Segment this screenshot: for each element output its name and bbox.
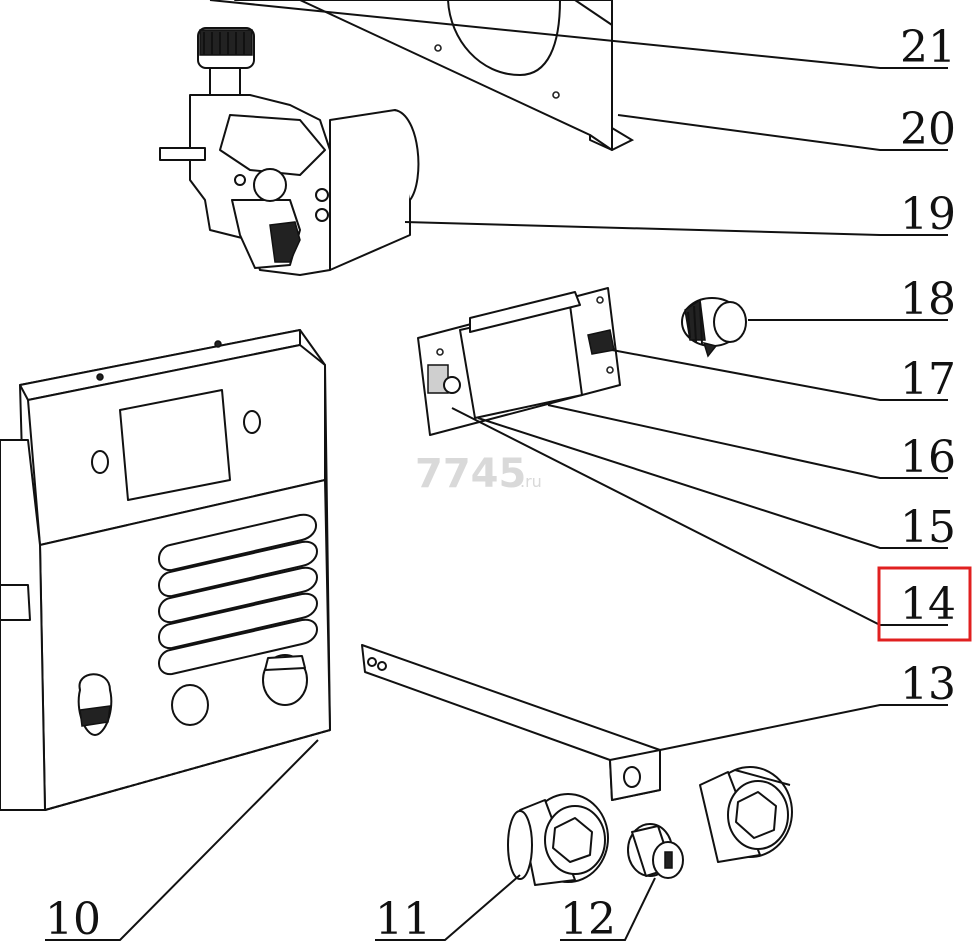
leader-lines (45, 0, 948, 941)
callout-labels: 21 20 19 18 17 16 15 14 13 12 11 10 (45, 22, 956, 945)
callout-14: 14 (900, 579, 956, 630)
callout-15: 15 (900, 502, 956, 553)
callout-10: 10 (45, 894, 101, 945)
socket-left (507, 793, 609, 886)
leader-13 (659, 704, 948, 751)
callout-19: 19 (900, 189, 956, 240)
leader-16 (547, 404, 948, 479)
leader-20 (617, 114, 948, 151)
bracket-bar (361, 644, 661, 801)
leader-21 (209, 0, 948, 69)
front-panel (0, 329, 331, 811)
callout-20: 20 (900, 104, 956, 155)
socket-right (699, 766, 793, 863)
leader-11 (375, 874, 521, 941)
leader-17 (611, 349, 948, 401)
leader-12 (560, 877, 656, 941)
watermark-suffix: .ru (520, 472, 542, 491)
watermark-main: 7745 (415, 451, 526, 497)
callout-18: 18 (900, 274, 956, 325)
mounting-plate (234, 0, 635, 152)
wire-feeder (159, 27, 420, 276)
callout-11: 11 (375, 894, 431, 945)
knob (681, 297, 747, 358)
control-pcb (417, 287, 621, 436)
callout-14-highlight (877, 566, 972, 642)
leader-15 (477, 417, 948, 549)
leader-10 (45, 739, 319, 941)
leader-14 (451, 407, 948, 626)
callout-17: 17 (900, 354, 956, 405)
callout-12: 12 (560, 894, 616, 945)
watermark: 7745 .ru (415, 451, 542, 497)
callout-16: 16 (900, 432, 956, 483)
small-connector (627, 823, 684, 879)
callout-21: 21 (900, 22, 956, 73)
leader-19 (404, 221, 948, 236)
callout-13: 13 (900, 659, 956, 710)
